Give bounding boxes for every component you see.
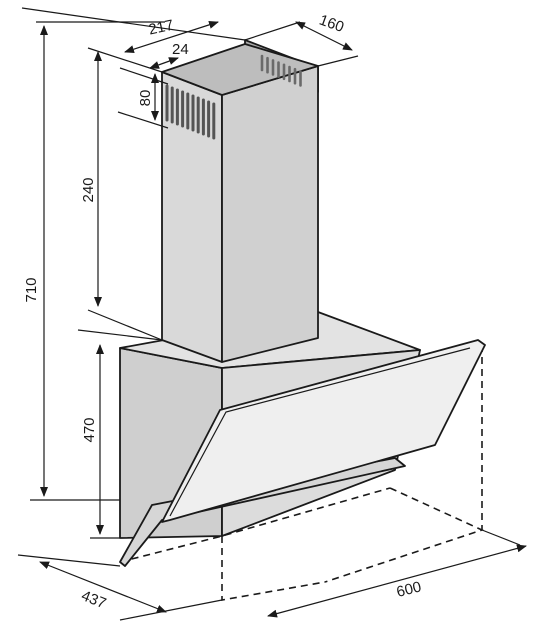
dimension-lines bbox=[17, 7, 527, 621]
chimney bbox=[161, 39, 319, 363]
label-chimney-width: 217 bbox=[147, 17, 175, 39]
chimney-vent-left bbox=[165, 54, 302, 140]
label-hood-depth: 437 bbox=[79, 587, 109, 612]
label-chimney-offset: 24 bbox=[172, 41, 189, 58]
label-vent-height: 80 bbox=[137, 90, 154, 107]
label-hood-width: 600 bbox=[395, 578, 423, 601]
glass-panel bbox=[161, 339, 486, 523]
label-total-height: 710 bbox=[23, 277, 40, 302]
chimney-right-face bbox=[221, 65, 319, 363]
label-chimney-height: 240 bbox=[80, 177, 97, 202]
label-chimney-depth: 160 bbox=[317, 12, 346, 37]
glass-canopy bbox=[119, 339, 486, 567]
label-canopy-height: 470 bbox=[81, 417, 98, 442]
